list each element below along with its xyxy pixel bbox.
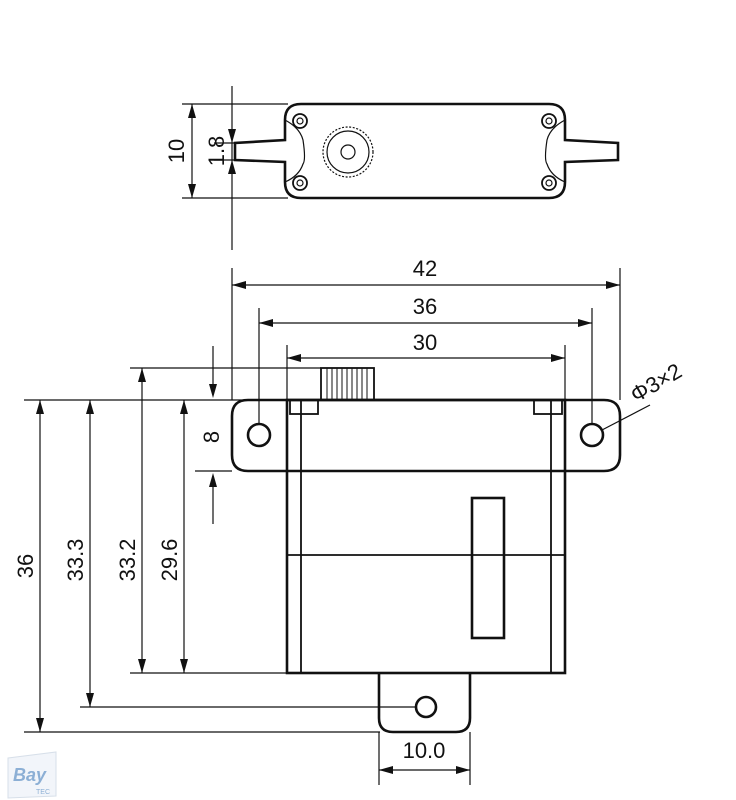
logo-text: Bay [13,765,47,785]
logo-subtext: TEC [36,789,50,796]
front-view-bottom-hole [414,695,438,719]
dim-top-10: 10 [164,139,189,163]
dim-width-30: 30 [413,330,437,355]
dim-hole-callout: Φ3×2 [626,358,686,407]
bay-tec-logo: Bay TEC [7,751,57,799]
top-view: 10 1.8 [164,86,620,250]
front-view: 42 36 30 Φ3×2 8 36 33. [13,256,686,785]
dim-flange-8: 8 [199,431,224,443]
front-view-flange [230,398,622,473]
front-view-case [285,398,567,675]
top-view-output-gear [322,126,374,178]
top-view-right-ear [544,119,566,183]
dim-height-33-2: 33.2 [115,539,140,582]
dim-height-33-3: 33.3 [63,539,88,582]
front-view-bottom-tab [377,673,472,734]
front-view-right-hole [579,422,605,448]
top-view-left-ear [284,119,306,183]
dim-width-36: 36 [413,294,437,319]
dim-height-36: 36 [13,554,38,578]
dim-width-42: 42 [413,256,437,281]
dim-bottom-tab: 10.0 [403,738,446,763]
front-view-label-window [470,496,506,640]
dim-top-1-8: 1.8 [204,136,229,167]
top-view-mount-holes [292,113,557,191]
front-view-left-hole [246,422,272,448]
dim-height-29-6: 29.6 [157,539,182,582]
spline-teeth [326,368,368,400]
